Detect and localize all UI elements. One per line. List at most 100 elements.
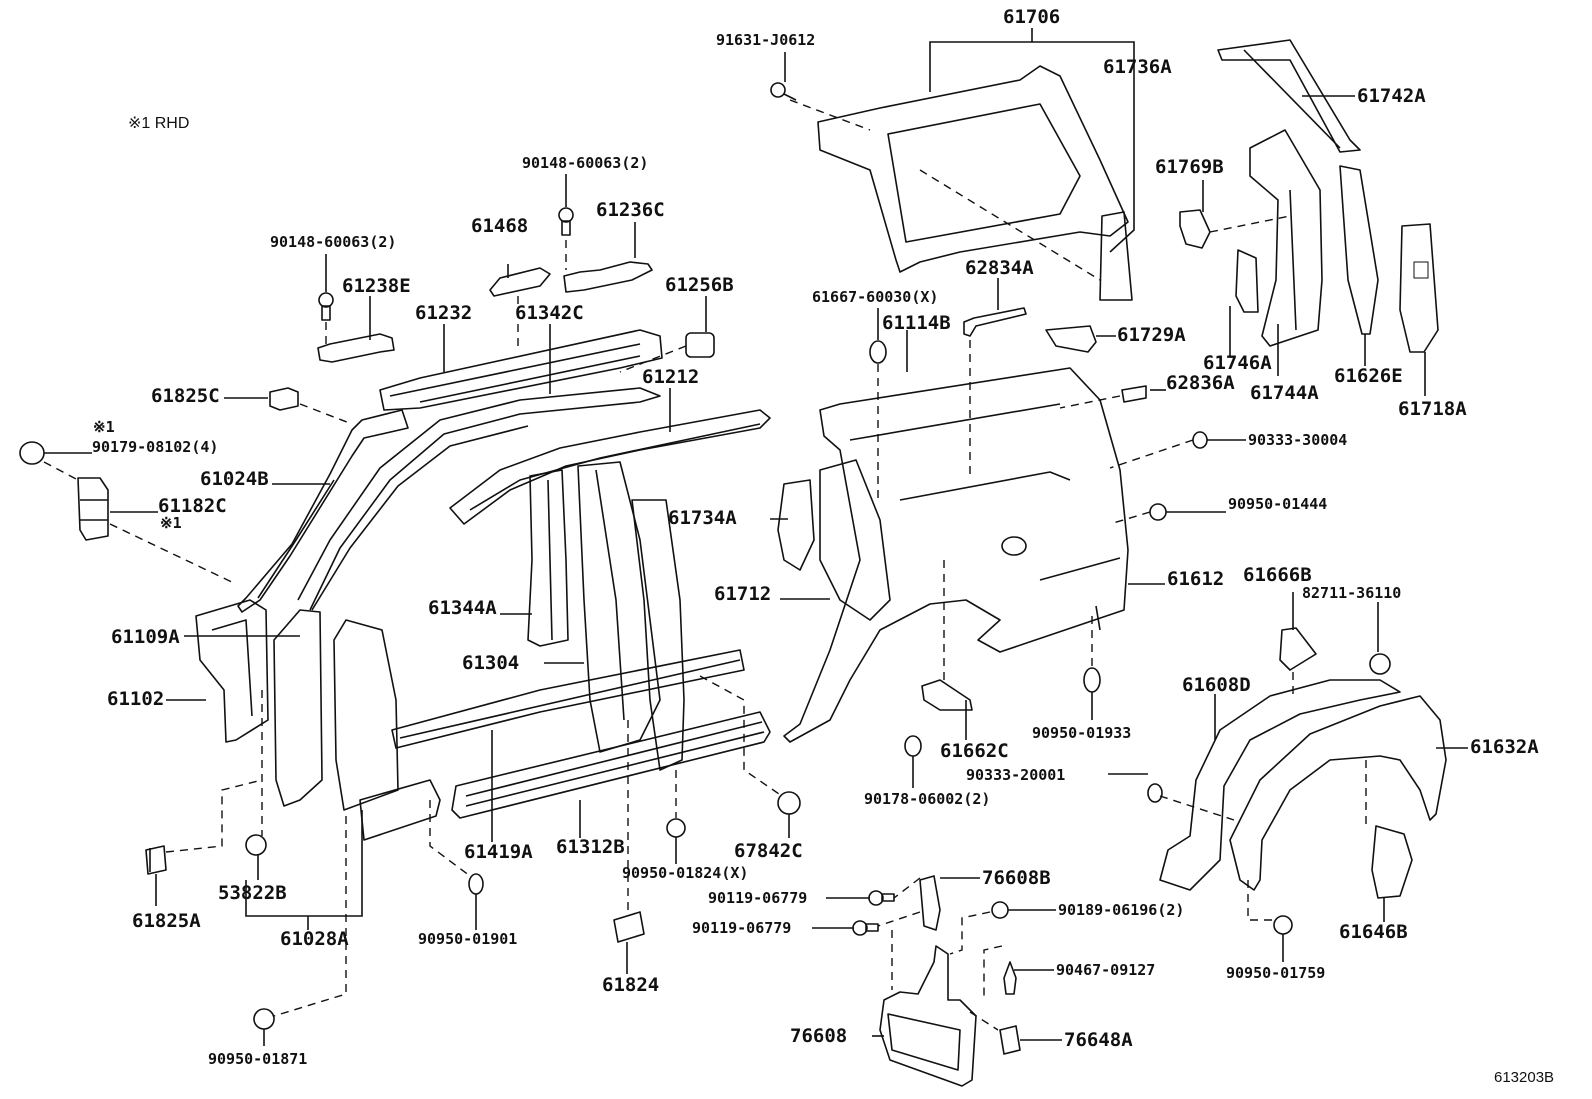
label-61825A[interactable]: 61825A (132, 910, 201, 932)
label-61232[interactable]: 61232 (415, 302, 473, 324)
label-61212[interactable]: 61212 (642, 366, 700, 388)
bracket-61238E (317, 333, 395, 363)
label-61468[interactable]: 61468 (471, 215, 529, 237)
nut-90950-01444 (1149, 503, 1167, 521)
label-61706[interactable]: 61706 (1003, 6, 1061, 28)
label-53822B[interactable]: 53822B (218, 882, 287, 904)
label-90178-06002[interactable]: 90178-06002(2) (864, 790, 991, 808)
bracket-61468 (489, 267, 551, 297)
label-61342C[interactable]: 61342C (515, 302, 584, 324)
wheelhouse-outer-61608D (1159, 679, 1401, 891)
front-lower-pillar-part (195, 599, 441, 841)
label-61742A[interactable]: 61742A (1357, 85, 1426, 107)
bracket-61646B (1371, 825, 1413, 899)
label-76608B[interactable]: 76608B (982, 867, 1051, 889)
reinforcement-61718A (1399, 223, 1439, 353)
label-61736A[interactable]: 61736A (1103, 56, 1172, 78)
label-61746A[interactable]: 61746A (1203, 352, 1272, 374)
label-61712[interactable]: 61712 (714, 583, 772, 605)
reinforcement-61746A (1235, 249, 1259, 313)
label-61028A[interactable]: 61028A (280, 928, 349, 950)
label-61666B[interactable]: 61666B (1243, 564, 1312, 586)
label-90333-20001[interactable]: 90333-20001 (966, 766, 1066, 784)
label-90467-09127[interactable]: 90467-09127 (1056, 961, 1156, 979)
label-61114B[interactable]: 61114B (882, 312, 951, 334)
plug-61256B (685, 332, 715, 358)
panel-61729A (1045, 325, 1097, 353)
label-67842C[interactable]: 67842C (734, 840, 803, 862)
label-61608D[interactable]: 61608D (1182, 674, 1251, 696)
nut-90950-01759 (1273, 915, 1293, 935)
roof-side-rail-part (379, 329, 663, 411)
bolt-90148-b (558, 207, 574, 236)
label-61102[interactable]: 61102 (107, 688, 165, 710)
bolt-91631 (770, 82, 797, 101)
label-91631-J0612[interactable]: 91631-J0612 (716, 31, 816, 49)
label-61238E[interactable]: 61238E (342, 275, 411, 297)
block-61825C (269, 387, 299, 411)
reinforcement-61626E (1339, 165, 1379, 335)
label-76648A[interactable]: 76648A (1064, 1029, 1133, 1051)
label-90950-01933[interactable]: 90950-01933 (1032, 724, 1132, 742)
label-61626E[interactable]: 61626E (1334, 365, 1403, 387)
label-61612[interactable]: 61612 (1167, 568, 1225, 590)
block-61824 (613, 911, 645, 943)
label-90950-01759[interactable]: 90950-01759 (1226, 964, 1326, 982)
screw-90119-a (868, 890, 895, 906)
label-61824[interactable]: 61824 (602, 974, 660, 996)
clip-82711 (1369, 653, 1391, 675)
label-90333-30004[interactable]: 90333-30004 (1248, 431, 1348, 449)
label-61256B[interactable]: 61256B (665, 274, 734, 296)
clip-53822B (245, 834, 267, 856)
bolt-90148-a (318, 292, 334, 321)
label-61667-60030[interactable]: 61667-60030(X) (812, 288, 939, 306)
bracket-62834A (963, 307, 1027, 337)
label-61236C[interactable]: 61236C (596, 199, 665, 221)
label-90950-01901[interactable]: 90950-01901 (418, 930, 518, 948)
label-90148-60063-lower[interactable]: 90148-60063(2) (270, 233, 397, 251)
label-62834A[interactable]: 62834A (965, 257, 1034, 279)
plug-90950-01901 (468, 873, 484, 895)
block-61825A (145, 845, 167, 875)
label-90179-08102[interactable]: 90179-08102(4) (92, 438, 219, 456)
label-62836A[interactable]: 62836A (1166, 372, 1235, 394)
label-90950-01444[interactable]: 90950-01444 (1228, 495, 1328, 513)
center-pillar-part (527, 461, 685, 771)
label-61182C[interactable]: 61182C (158, 495, 227, 517)
label-61729A[interactable]: 61729A (1117, 324, 1186, 346)
label-61744A[interactable]: 61744A (1250, 382, 1319, 404)
label-61632A[interactable]: 61632A (1470, 736, 1539, 758)
bracket-61236C (563, 261, 653, 293)
quarter-inner-panel-part (817, 65, 1133, 301)
label-90950-01824[interactable]: 90950-01824(X) (622, 864, 749, 882)
label-61419A[interactable]: 61419A (464, 841, 533, 863)
plug-90950-01871 (253, 1008, 275, 1030)
bracket-61666B (1279, 627, 1317, 671)
leader-lines (44, 28, 1468, 1046)
label-61734A[interactable]: 61734A (668, 507, 737, 529)
label-90950-01871[interactable]: 90950-01871 (208, 1050, 308, 1068)
label-61825C[interactable]: 61825C (151, 385, 220, 407)
label-note-mark-1: ※1 (93, 418, 115, 436)
label-82711-36110[interactable]: 82711-36110 (1302, 584, 1402, 602)
label-61718A[interactable]: 61718A (1398, 398, 1467, 420)
inner-panel-61712 (819, 459, 891, 621)
bracket-76608B (919, 875, 941, 931)
label-61024B[interactable]: 61024B (200, 468, 269, 490)
label-90189-06196[interactable]: 90189-06196(2) (1058, 901, 1185, 919)
label-61662C[interactable]: 61662C (940, 740, 1009, 762)
figure-code: 613203B (1494, 1069, 1555, 1086)
label-61344A[interactable]: 61344A (428, 597, 497, 619)
label-61304[interactable]: 61304 (462, 652, 520, 674)
rocker-panel-part (391, 649, 771, 819)
label-90119-06779-lower[interactable]: 90119-06779 (692, 919, 792, 937)
bracket-61769B (1179, 209, 1211, 249)
label-61312B[interactable]: 61312B (556, 836, 625, 858)
label-90148-60063-upper[interactable]: 90148-60063(2) (522, 154, 649, 172)
label-61769B[interactable]: 61769B (1155, 156, 1224, 178)
label-61646B[interactable]: 61646B (1339, 921, 1408, 943)
label-76608[interactable]: 76608 (790, 1025, 848, 1047)
label-61109A[interactable]: 61109A (111, 626, 180, 648)
label-90119-06779-upper[interactable]: 90119-06779 (708, 889, 808, 907)
